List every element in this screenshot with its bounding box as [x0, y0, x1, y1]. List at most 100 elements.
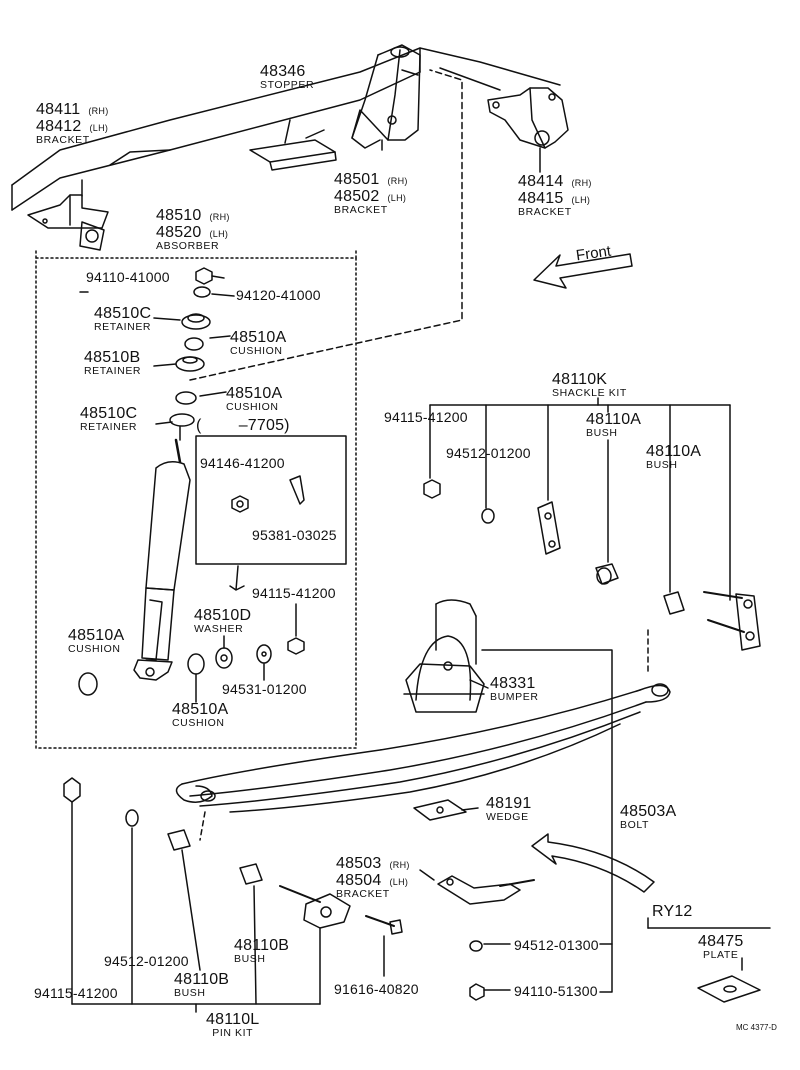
- part-name: STOPPER: [260, 79, 315, 91]
- shackle-kit-label: 48110K SHACKLE KIT: [552, 372, 627, 399]
- part-number: 48504: [336, 872, 382, 889]
- shackle-bracket-part: [487, 87, 569, 149]
- frame-rail: [11, 47, 561, 211]
- side-lh: (LH): [571, 195, 591, 205]
- sk-washer-label: 94512-01200: [446, 445, 531, 461]
- nut-top-label: 94110-41000: [86, 269, 170, 285]
- spring-bracket-part: [437, 875, 535, 905]
- part-number: 48520: [156, 224, 202, 241]
- rear-bracket-part: [27, 194, 109, 251]
- part-number: 48191: [486, 795, 532, 812]
- plate-label: 48475 PLATE: [698, 934, 744, 961]
- side-rh: (RH): [209, 212, 230, 222]
- pk-bush-2-label: 48110B BUSH: [234, 938, 289, 965]
- cushion-a-3-label: 48510A CUSHION: [68, 628, 124, 655]
- cotter-pin-label: 95381-03025: [252, 527, 337, 543]
- part-number: 48415: [518, 190, 564, 207]
- inset-parts: [231, 475, 305, 513]
- mount-leader: [189, 69, 463, 381]
- part-number: 48510A: [226, 385, 283, 402]
- bracket-rear-frame-label: 48411(RH) 48412(LH) BRACKET: [36, 102, 109, 146]
- range-note: ( –7705): [196, 417, 290, 434]
- pk-washer-label: 94512-01200: [104, 953, 189, 969]
- part-number: 48110A: [646, 443, 702, 460]
- part-number: 48475: [698, 933, 744, 950]
- part-number: 48501: [334, 171, 380, 188]
- part-number: 48510B: [84, 349, 141, 366]
- part-name: BRACKET: [334, 204, 388, 216]
- part-number: 48110K: [552, 371, 608, 388]
- cushion-a-1-label: 48510A CUSHION: [230, 330, 286, 357]
- part-number: 48510A: [68, 627, 125, 644]
- part-number: 48510C: [94, 305, 152, 322]
- part-name: BUSH: [586, 427, 618, 439]
- curved-arrow: [531, 833, 655, 893]
- part-name: RETAINER: [80, 421, 138, 433]
- shackle-kit-parts: [423, 479, 761, 651]
- side-lh: (LH): [209, 229, 229, 239]
- sk-bush-2-label: 48110A BUSH: [646, 444, 701, 471]
- plate-part: [697, 975, 761, 1003]
- part-number: 48110B: [174, 971, 230, 988]
- part-name: RETAINER: [84, 365, 142, 377]
- cushion-a-2-label: 48510A CUSHION: [226, 386, 282, 413]
- variant-code: RY12: [652, 903, 693, 920]
- part-number: 48412: [36, 118, 82, 135]
- retainer-b-label: 48510B RETAINER: [84, 350, 141, 377]
- part-name: BUSH: [234, 953, 266, 965]
- cushion-a-4-label: 48510A CUSHION: [172, 702, 228, 729]
- part-number: 48510A: [172, 701, 229, 718]
- ubolt-nut-label: 94110-51300: [514, 983, 598, 999]
- absorber-group-box: [35, 257, 357, 749]
- stopper-label: 48346 STOPPER: [260, 64, 314, 91]
- part-number: 48510C: [80, 405, 138, 422]
- part-number: 48411: [36, 101, 81, 118]
- part-number: 48414: [518, 173, 564, 190]
- wedge-label: 48191 WEDGE: [486, 796, 532, 823]
- bracket-front-hanger-label: 48501(RH) 48502(LH) BRACKET: [334, 172, 408, 216]
- part-number: 48110B: [234, 937, 290, 954]
- washer-d-label: 48510D WASHER: [194, 608, 251, 635]
- part-name: WASHER: [194, 623, 244, 635]
- part-name: BUSH: [646, 459, 678, 471]
- part-name: BUMPER: [490, 691, 539, 703]
- part-name: CUSHION: [68, 643, 121, 655]
- front-direction-arrow: [533, 253, 633, 289]
- ubolt-label: 48503A BOLT: [620, 804, 676, 831]
- part-name: BRACKET: [336, 888, 390, 900]
- ubolt-washer-part: [469, 940, 483, 952]
- pin-kit-label: 48110L PIN KIT: [206, 1012, 259, 1039]
- pk-bush-1-label: 48110B BUSH: [174, 972, 229, 999]
- retainer-c-lower-label: 48510C RETAINER: [80, 406, 137, 433]
- inset-box: [195, 435, 347, 565]
- pk-nut-label: 94115-41200: [34, 985, 118, 1001]
- part-name: PLATE: [703, 949, 739, 961]
- shock-absorber-body: [133, 438, 191, 681]
- nut-lock-label: 94120-41000: [236, 287, 321, 303]
- part-name: ABSORBER: [156, 240, 220, 252]
- part-name: PIN KIT: [212, 1027, 254, 1039]
- side-rh: (RH): [571, 178, 592, 188]
- part-name: CUSHION: [226, 401, 279, 413]
- inset-arrow: [229, 565, 245, 591]
- part-number: 48110A: [586, 411, 642, 428]
- sk-nut-label: 94115-41200: [384, 409, 468, 425]
- absorber-label: 48510 (RH) 48520 (LH) ABSORBER: [156, 208, 230, 252]
- diagram-code: MC 4377-D: [736, 1023, 777, 1032]
- leaf-spring: [175, 629, 671, 841]
- part-number: 48110L: [206, 1011, 260, 1028]
- absorber-stack-hardware: [169, 267, 213, 441]
- part-number: 48510: [156, 207, 202, 224]
- bumper-label: 48331 BUMPER: [490, 676, 539, 703]
- pk-bolt-label: 91616-40820: [334, 981, 419, 997]
- part-number: 48503: [336, 855, 382, 872]
- nut-castle-label: 94146-41200: [200, 455, 285, 471]
- front-hanger-part: [351, 44, 421, 149]
- side-rh: (RH): [88, 106, 109, 116]
- part-number: 48510A: [230, 329, 287, 346]
- side-rh: (RH): [389, 860, 410, 870]
- sk-bush-1-label: 48110A BUSH: [586, 412, 641, 439]
- side-lh: (LH): [89, 123, 109, 133]
